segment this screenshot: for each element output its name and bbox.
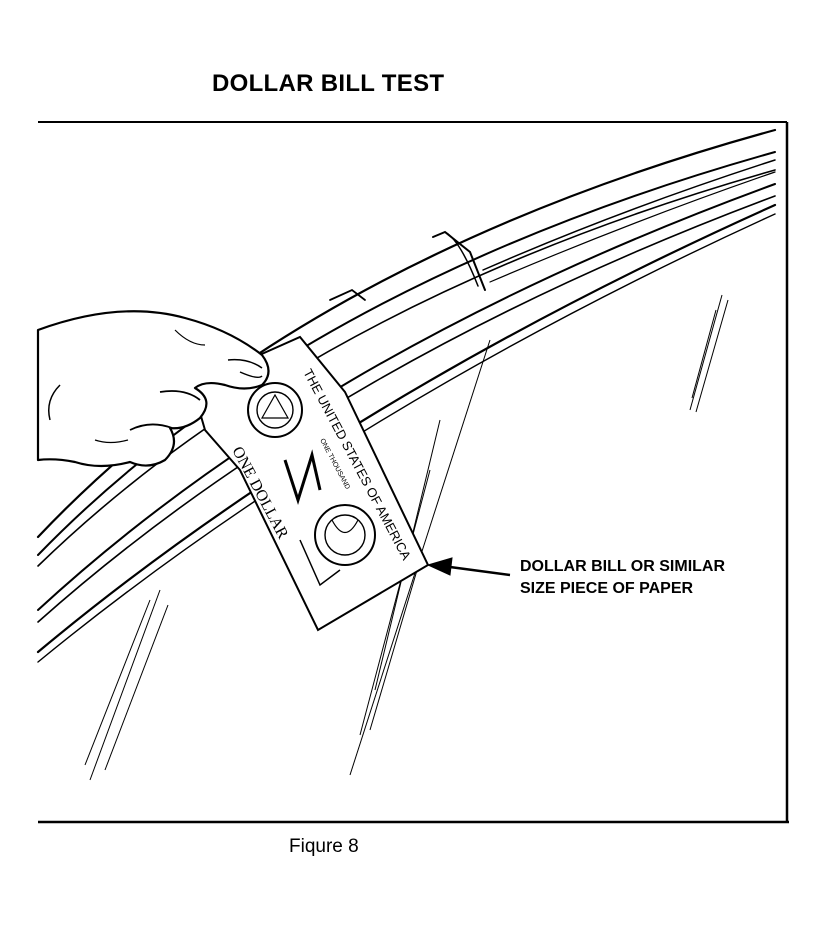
- page-title: DOLLAR BILL TEST: [212, 70, 445, 97]
- frame: [38, 121, 789, 824]
- callout-label: DOLLAR BILL OR SIMILAR SIZE PIECE OF PAP…: [520, 556, 725, 600]
- hand-icon: [36, 310, 270, 468]
- callout-arrow: [426, 557, 511, 577]
- dollar-bill-icon: THE UNITED STATES OF AMERICA ONE DOLLAR …: [190, 335, 430, 632]
- callout-line-2: SIZE PIECE OF PAPER: [520, 580, 694, 597]
- callout-line-1: DOLLAR BILL OR SIMILAR: [520, 558, 726, 575]
- figure-caption: Fiqure 8: [289, 836, 359, 857]
